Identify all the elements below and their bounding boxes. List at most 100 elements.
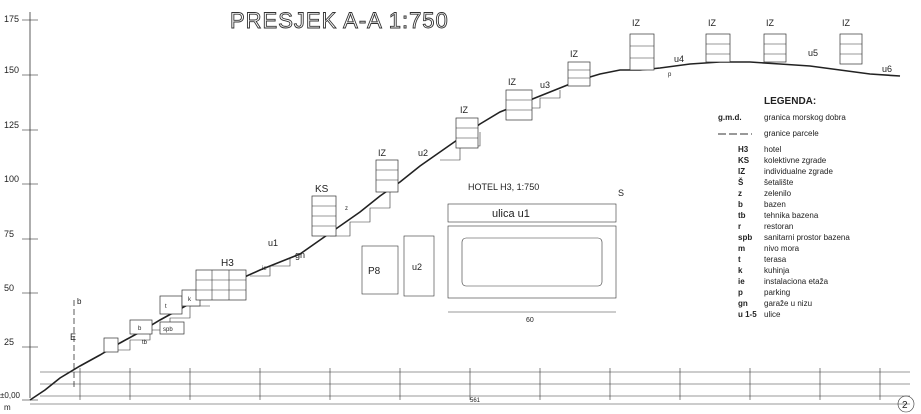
- legend-key-8: tb: [738, 211, 746, 220]
- legend-text-9: restoran: [764, 222, 793, 231]
- label-t: t: [165, 304, 167, 310]
- y-tick-175: 175: [4, 14, 19, 24]
- legend-key-4: IZ: [738, 167, 745, 176]
- legend-key-13: k: [738, 266, 743, 275]
- street-bar: [447, 203, 617, 223]
- side-plan: [403, 235, 435, 297]
- legend-text-1: granice parcele: [764, 129, 819, 138]
- label-spb: spb: [163, 327, 173, 333]
- legend-key-16: gn: [738, 299, 748, 308]
- label-u1: u1: [268, 238, 278, 248]
- label-u6: u6: [882, 64, 892, 74]
- building-H3: H3: [195, 258, 247, 301]
- label-u2: u2: [418, 148, 428, 158]
- label-IZ-4: IZ: [570, 49, 579, 59]
- legend-text-10: sanitarni prostor bazena: [764, 233, 850, 242]
- legend-key-7: b: [738, 200, 743, 209]
- y-tick-150: 150: [4, 65, 19, 75]
- building-IZ-5: IZ: [629, 18, 655, 71]
- label-KS: KS: [315, 184, 329, 195]
- label-k: k: [188, 297, 192, 303]
- dimension-total: 561: [470, 398, 481, 404]
- legend-text-6: zelenilo: [764, 189, 792, 198]
- page-number: 2: [902, 400, 908, 411]
- y-tick-0: ±0,00: [0, 391, 21, 400]
- side-label: u2: [412, 262, 422, 272]
- y-tick-100: 100: [4, 174, 19, 184]
- building-IZ-8: IZ: [839, 18, 863, 65]
- label-IZ-5: IZ: [632, 18, 641, 28]
- structure-spb: [159, 321, 185, 335]
- dimension-rows: 561: [30, 368, 910, 405]
- label-IZ-2: IZ: [460, 105, 469, 115]
- legend-key-5: Š: [738, 178, 744, 187]
- structure-b: [129, 319, 153, 335]
- drawing-title: PRESJEK A-A 1:750: [230, 8, 449, 33]
- legend-key-10: spb: [738, 233, 752, 242]
- legend-text-5: šetalište: [764, 178, 794, 187]
- terrain-line: [29, 61, 901, 401]
- label-gn: gn: [295, 250, 305, 260]
- y-tick-50: 50: [4, 283, 14, 293]
- parking-label: P8: [368, 266, 381, 277]
- parking-plan: [361, 245, 399, 295]
- legend: LEGENDA: g.m.d. granica morskog dobra gr…: [718, 96, 850, 319]
- legend-text-12: terasa: [764, 255, 787, 264]
- hotel-plan: [447, 225, 617, 299]
- label-u4: u4: [674, 54, 684, 64]
- legend-text-0: granica morskog dobra: [764, 113, 846, 122]
- label-u5: u5: [808, 48, 818, 58]
- hotel-detail: HOTEL H3, 1:750 ulica u1 P8 u2 60 S: [361, 182, 624, 324]
- north-arrow: S: [618, 188, 624, 198]
- legend-text-17: ulice: [764, 310, 781, 319]
- legend-key-2: H3: [738, 145, 749, 154]
- label-u3: u3: [540, 80, 550, 90]
- label-IZ-3: IZ: [508, 77, 517, 87]
- legend-text-2: hotel: [764, 145, 782, 154]
- hotel-dim: 60: [526, 317, 534, 324]
- legend-key-12: t: [738, 255, 741, 264]
- street-label: ulica u1: [492, 208, 530, 220]
- label-IZ-8: IZ: [842, 18, 851, 28]
- legend-key-17: u 1-5: [738, 310, 757, 319]
- legend-text-14: instalaciona etaža: [764, 277, 829, 286]
- label-E: E: [70, 332, 76, 342]
- legend-key-9: r: [738, 222, 741, 231]
- legend-key-15: p: [738, 288, 743, 297]
- label-H3: H3: [221, 258, 234, 269]
- legend-key-3: KS: [738, 156, 750, 165]
- y-axis: 175 150 125 100 75 50 25 ±0,00 m: [0, 14, 38, 412]
- legend-text-8: tehnika bazena: [764, 211, 819, 220]
- building-KS: KS: [311, 184, 337, 237]
- building-IZ-6: IZ: [705, 18, 731, 63]
- legend-text-11: nivo mora: [764, 244, 800, 253]
- legend-title: LEGENDA:: [764, 96, 816, 107]
- legend-text-7: bazen: [764, 200, 786, 209]
- legend-text-3: kolektivne zgrade: [764, 156, 827, 165]
- hotel-detail-title: HOTEL H3, 1:750: [468, 182, 539, 192]
- legend-key-11: m: [738, 244, 745, 253]
- label-b-top: b: [77, 297, 82, 306]
- label-tb: tb: [142, 340, 148, 346]
- building-IZ-1: IZ: [375, 148, 399, 193]
- legend-text-16: garaže u nizu: [764, 299, 812, 308]
- y-tick-125: 125: [4, 120, 19, 130]
- structure-t-low: [103, 337, 119, 353]
- structure-t: [159, 295, 183, 315]
- page-number-circle: [897, 395, 915, 413]
- legend-text-4: individualne zgrade: [764, 167, 833, 176]
- y-tick-25: 25: [4, 337, 14, 347]
- label-IZ-6: IZ: [708, 18, 717, 28]
- hotel-inner: [461, 237, 603, 287]
- legend-key-14: ie: [738, 277, 745, 286]
- legend-text-13: kuhinja: [764, 266, 790, 275]
- label-IZ-7: IZ: [766, 18, 775, 28]
- building-IZ-7: IZ: [763, 18, 787, 63]
- y-tick-75: 75: [4, 229, 14, 239]
- building-IZ-4: IZ: [567, 49, 591, 87]
- label-b: b: [138, 326, 142, 332]
- label-IZ-1: IZ: [378, 148, 387, 158]
- label-p: p: [668, 72, 672, 78]
